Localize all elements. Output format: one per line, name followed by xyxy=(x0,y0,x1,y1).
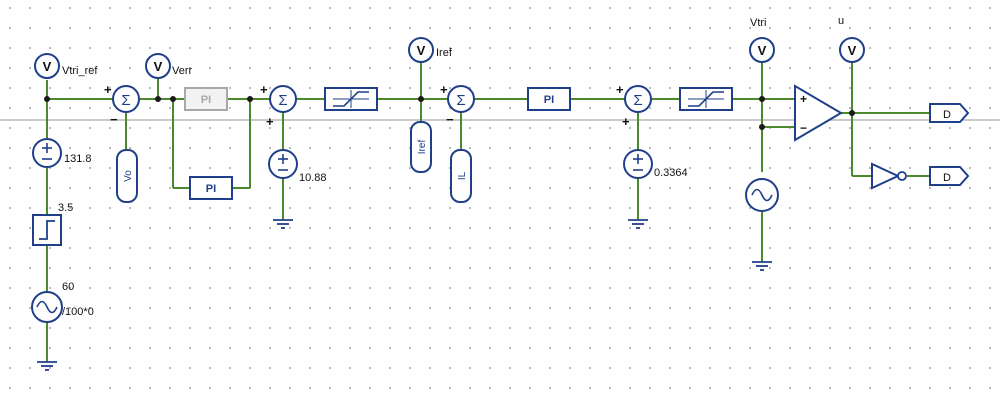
ground-symbols xyxy=(37,219,772,371)
probe-label: Iref xyxy=(436,47,453,59)
probe-label: u xyxy=(838,15,844,27)
output-label-d-bar[interactable]: D xyxy=(929,166,970,186)
plus-sign: + xyxy=(266,114,274,129)
summer-3[interactable]: Σ + − xyxy=(440,82,475,127)
source-value: 131.8 xyxy=(64,153,92,165)
comparator[interactable]: + − xyxy=(794,84,843,142)
sum-symbol: Σ xyxy=(456,92,465,109)
sensor-iref[interactable]: Iref xyxy=(410,121,432,173)
probe-symbol: V xyxy=(43,59,52,74)
sum-symbol: Σ xyxy=(633,92,642,109)
plus-sign: + xyxy=(104,82,112,97)
dc-source-0-3364[interactable]: 0.3364 xyxy=(623,149,688,179)
output-text: D xyxy=(943,109,951,121)
source-value: 3.5 xyxy=(58,202,73,214)
triangle-carrier-source[interactable] xyxy=(745,178,779,212)
limiter-2[interactable] xyxy=(679,87,733,111)
summer-4[interactable]: Σ + + xyxy=(616,82,652,129)
probe-symbol: V xyxy=(417,43,426,58)
probe-verr[interactable]: V Verr xyxy=(145,53,193,79)
dc-source-131-8[interactable]: 131.8 xyxy=(32,138,92,168)
limiter-1[interactable] xyxy=(324,87,378,111)
plus-sign: + xyxy=(260,82,268,97)
wires xyxy=(46,62,930,362)
sensor-label: Iref xyxy=(417,140,428,155)
probe-symbol: V xyxy=(848,43,857,58)
probe-label: Vtri xyxy=(750,17,767,29)
probe-symbol: V xyxy=(758,43,767,58)
source-value: 10.88 xyxy=(299,172,327,184)
minus-sign: − xyxy=(110,112,118,127)
sum-symbol: Σ xyxy=(121,92,130,109)
output-label-d[interactable]: D xyxy=(929,103,970,123)
sensor-vo[interactable]: Vo xyxy=(116,149,138,203)
summer-2[interactable]: Σ + + xyxy=(260,82,297,129)
plus-sign: + xyxy=(622,114,630,129)
background-grid xyxy=(9,7,991,389)
sine-source-left[interactable]: 60 /100*0 xyxy=(31,281,94,323)
minus-sign: − xyxy=(800,121,807,135)
source-param: 60 xyxy=(62,281,74,293)
output-text: D xyxy=(943,172,951,184)
junction-dots xyxy=(44,96,855,130)
sensor-label: IL xyxy=(457,171,468,180)
pi-block-current[interactable]: PI xyxy=(527,87,571,111)
probe-u[interactable]: V u xyxy=(838,15,865,63)
pi-label: PI xyxy=(544,94,554,106)
minus-sign: − xyxy=(446,112,454,127)
pi-block-disabled[interactable]: PI xyxy=(184,87,228,111)
source-value: 0.3364 xyxy=(654,167,688,179)
summer-1[interactable]: Σ + − xyxy=(104,82,140,127)
probe-vtri-ref[interactable]: V Vtri_ref xyxy=(34,53,98,79)
pi-label: PI xyxy=(206,183,216,195)
sensor-label: Vo xyxy=(123,170,134,182)
probe-label: Verr xyxy=(172,65,193,77)
plus-sign: + xyxy=(800,92,807,106)
pi-block-voltage[interactable]: PI xyxy=(189,176,233,200)
probe-vtri[interactable]: V Vtri xyxy=(749,17,775,63)
inverter[interactable] xyxy=(871,162,907,190)
probe-symbol: V xyxy=(154,59,163,74)
source-param: /100*0 xyxy=(62,306,94,318)
probe-label: Vtri_ref xyxy=(62,65,98,77)
dc-source-10-88[interactable]: 10.88 xyxy=(268,149,327,184)
step-source[interactable]: 3.5 xyxy=(32,202,73,246)
sensor-il[interactable]: IL xyxy=(450,149,472,203)
pi-label: PI xyxy=(201,94,211,106)
plus-sign: + xyxy=(440,82,448,97)
sum-symbol: Σ xyxy=(278,92,287,109)
plus-sign: + xyxy=(616,82,624,97)
probe-iref[interactable]: V Iref xyxy=(408,37,453,63)
